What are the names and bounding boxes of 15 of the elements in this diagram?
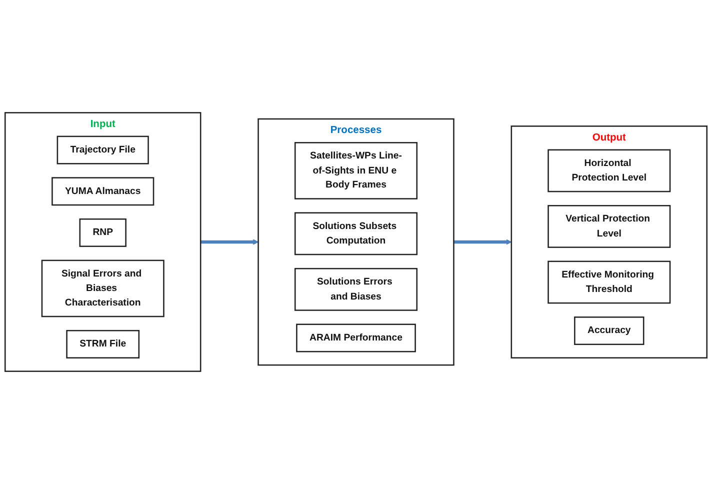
node-box: Accuracy [574, 316, 644, 346]
node-box: Trajectory File [56, 136, 149, 164]
arrow [454, 239, 512, 245]
node-box: ARAIM Performance [296, 324, 416, 352]
node-box: Solutions Errors and Biases [294, 268, 418, 311]
node-box: STRM File [66, 330, 140, 358]
node-box: Effective Monitoring Threshold [548, 260, 671, 304]
node-box: Signal Errors and Biases Characterisation [41, 260, 164, 318]
node-box: RNP [79, 218, 126, 247]
node-box: YUMA Almanacs [52, 177, 154, 206]
arrow [200, 239, 259, 245]
node-box: Horizontal Protection Level [548, 149, 671, 192]
node-box: Satellites-WPs Line-of-Sights in ENU e Body Frames [294, 142, 418, 200]
node-box: Solutions Subsets Computation [294, 212, 418, 256]
node-box: Vertical Protection Level [548, 205, 671, 248]
